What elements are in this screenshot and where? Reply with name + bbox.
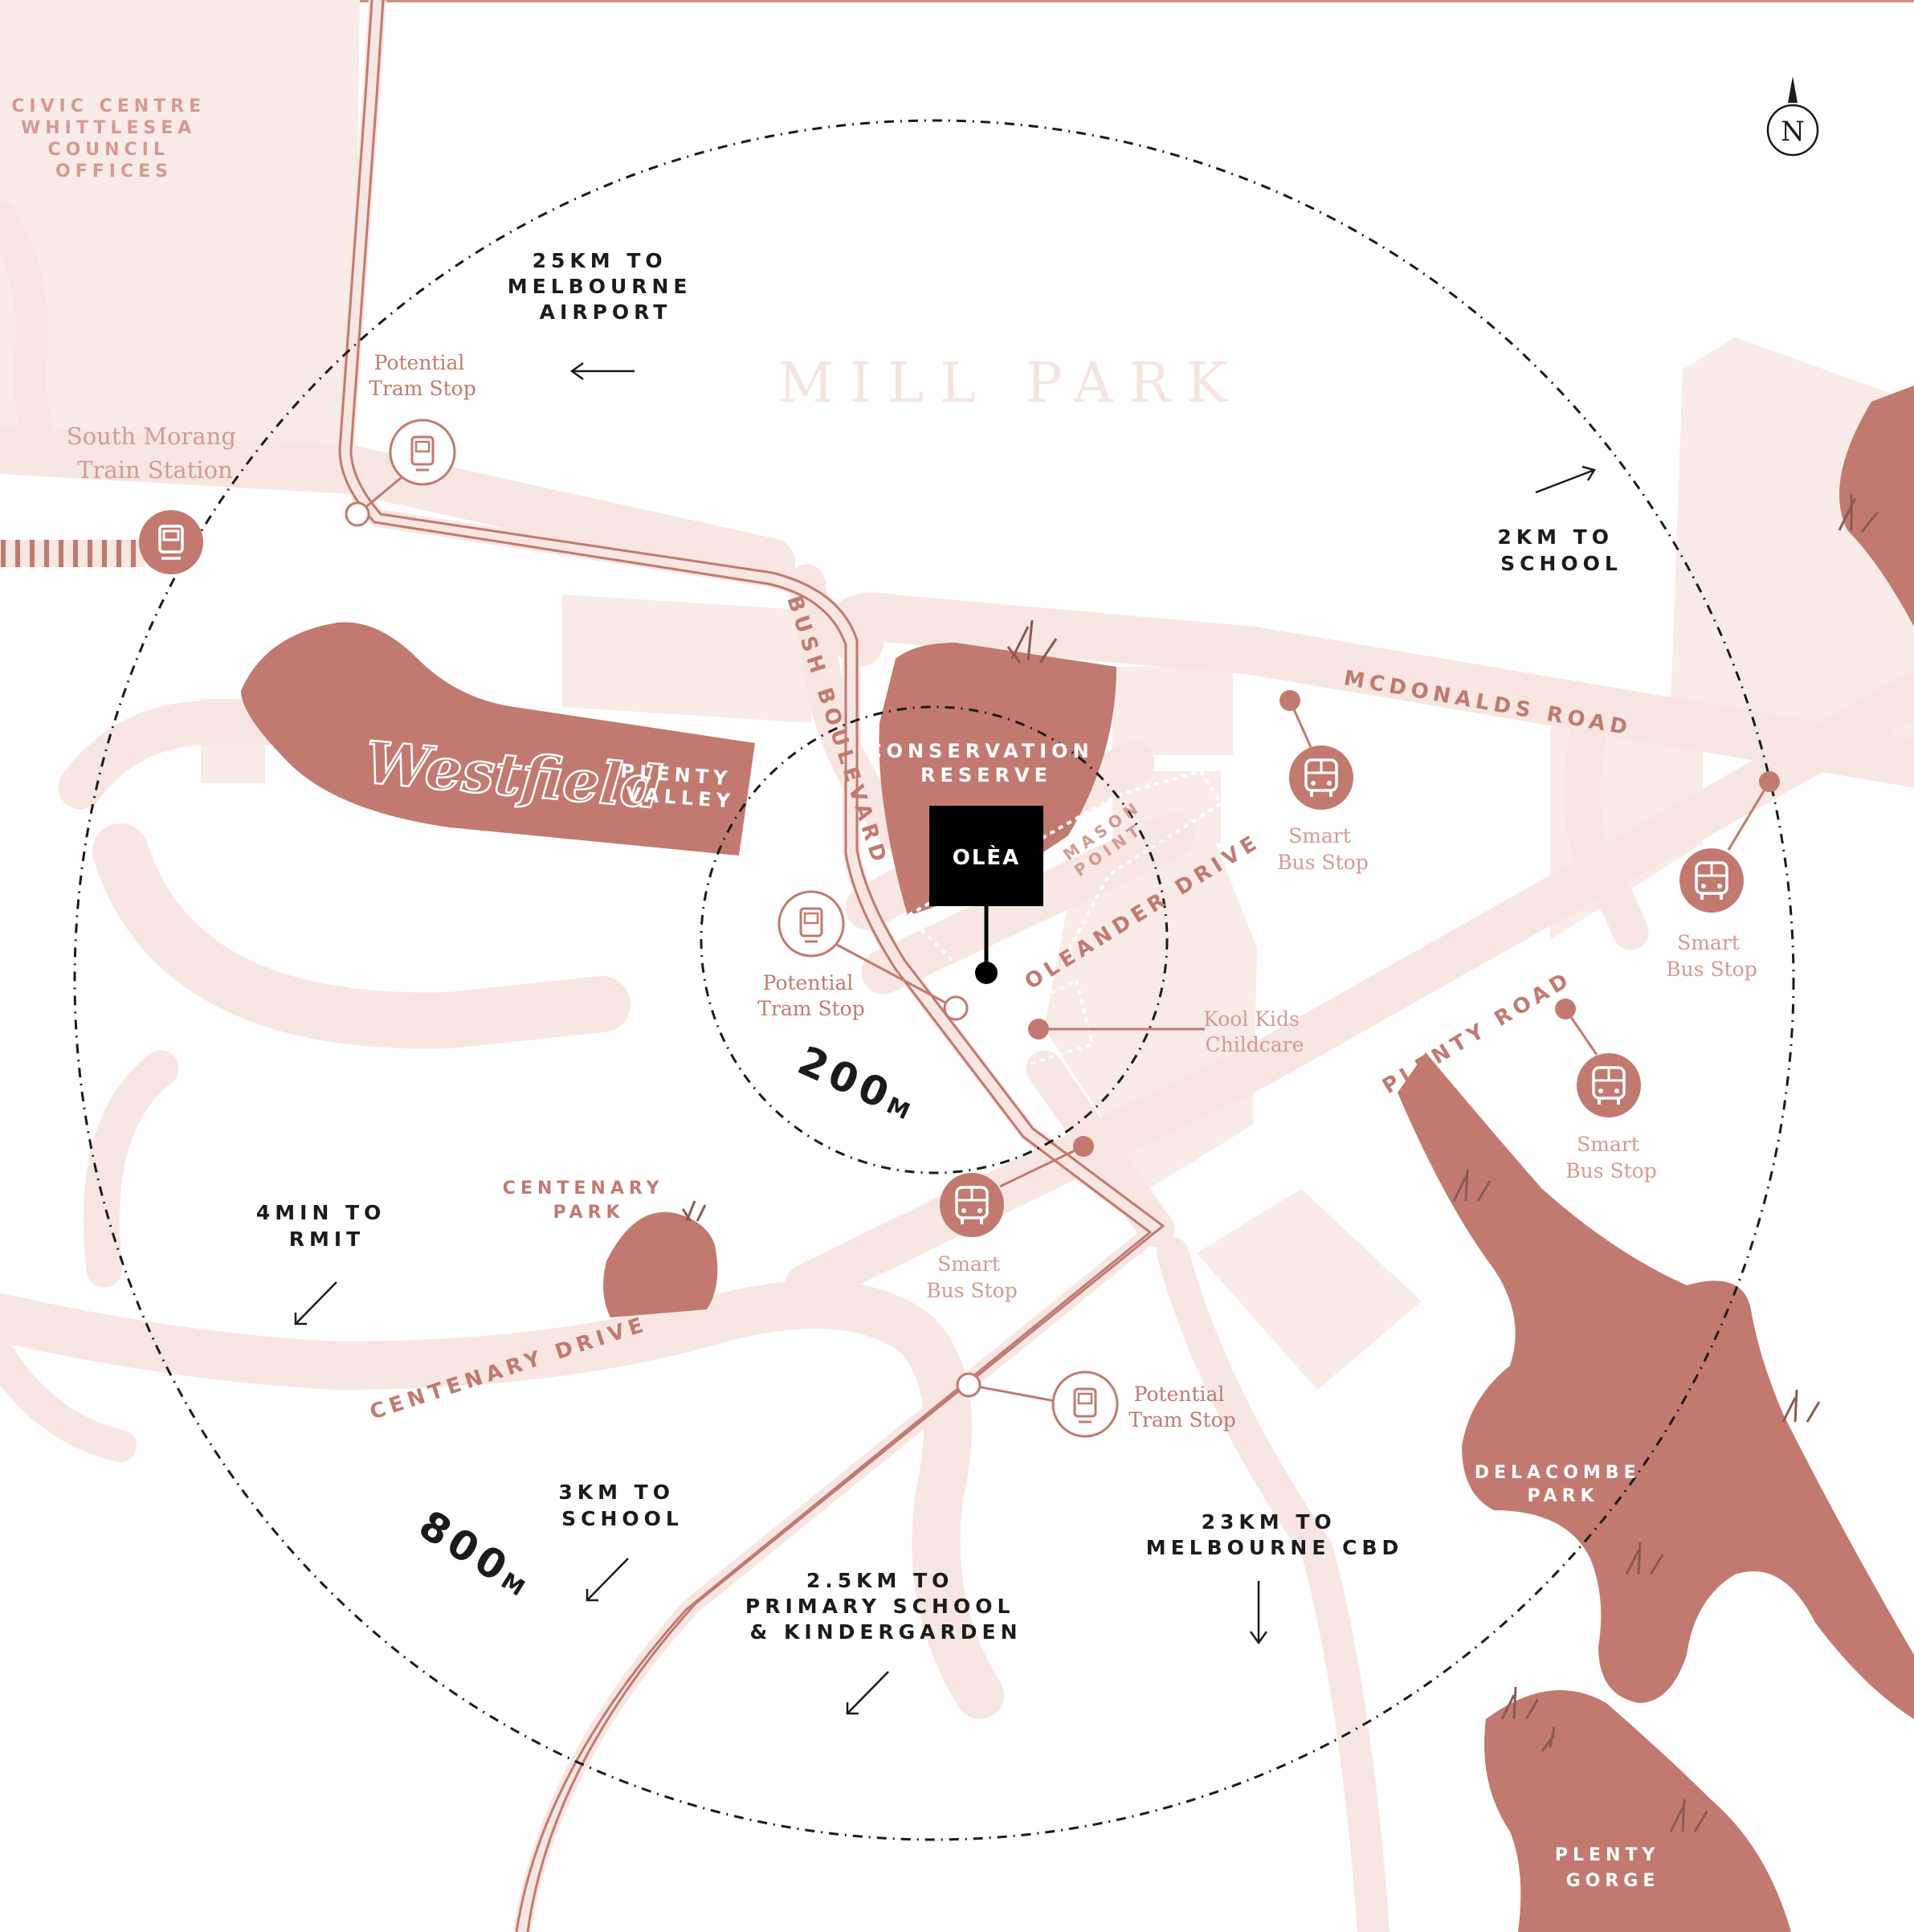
road-west-loop (58, 701, 288, 810)
bus-stop-3-label: Smart Bus Stop (1565, 1133, 1656, 1182)
bus-stop-3[interactable] (1555, 999, 1641, 1117)
destination-school-2km: 2KM TO SCHOOL (1497, 525, 1625, 575)
destination-rmit: 4MIN TO RMIT (256, 1201, 398, 1251)
olea-box (929, 806, 1043, 906)
grass-tufts (681, 494, 1879, 1832)
bus-stop-4-label: Smart Bus Stop (926, 1252, 1017, 1302)
olea-label: OLÈA (953, 844, 1021, 870)
destination-cbd: 23KM TO MELBOURNE CBD (1146, 1510, 1404, 1559)
road-ring-west (92, 823, 631, 1049)
top-border (0, 0, 1914, 2)
westfield-sub: PLENTY VALLEY (618, 760, 745, 814)
bus-stop-4[interactable] (940, 1136, 1094, 1237)
plenty-gorge-label: PLENTY GORGE (1555, 1845, 1671, 1891)
road-south-west-curve (0, 1342, 137, 1462)
tram-rail-1 (338, 0, 1153, 1932)
delacombe-park-label: DELACOMBE PARK (1475, 1463, 1652, 1506)
westfield-block (241, 622, 755, 856)
tram-stop-1-label: Potential Tram Stop (369, 351, 475, 400)
tram-stop-3-label: Potential Tram Stop (1128, 1383, 1235, 1432)
tram-stop-2-label: Potential Tram Stop (757, 971, 864, 1020)
arrow-north-east-icon (1535, 465, 1596, 494)
bus-stop-1[interactable] (1279, 690, 1353, 810)
road-southwest (83, 1050, 179, 1288)
civic-centre-label: CIVIC CENTRE WHITTLESEA COUNCIL OFFICES (11, 96, 217, 182)
destination-school-3km: 3KM TO SCHOOL (558, 1481, 686, 1530)
parks (241, 386, 1914, 1932)
arrow-west-icon (569, 361, 635, 381)
road-far-west (0, 201, 64, 466)
suburb-label: MILL PARK (777, 352, 1243, 415)
childcare-marker[interactable] (1028, 1019, 1205, 1040)
train-line (0, 540, 145, 567)
road-mid-south (1026, 1050, 1175, 1248)
bus-stop-1-label: Smart Bus Stop (1277, 824, 1368, 874)
property-outlines (904, 769, 1223, 1071)
westfield-car-park (562, 594, 815, 723)
park-north-east (1839, 386, 1914, 627)
delacombe-park (1398, 1052, 1914, 1719)
plenty-gorge (1484, 1690, 1791, 1932)
train-station-label: South Morang Train Station (67, 423, 243, 484)
block-1 (1112, 667, 1233, 755)
centenary-drive (0, 1281, 1004, 1719)
radius-200m-circle (700, 705, 1169, 1174)
centenary-park (603, 1211, 718, 1317)
compass-letter: N (1781, 116, 1805, 148)
childcare-label: Kool Kids Childcare (1203, 1007, 1306, 1056)
conservation-reserve-label: CONSERVATION RESERVE (867, 740, 1105, 786)
bus-stop-2[interactable] (1679, 771, 1780, 913)
radius-label-800m: 800M (411, 1501, 542, 1607)
arrow-south-icon (1249, 1581, 1268, 1645)
arrow-south-west-icon (846, 1671, 889, 1715)
road-east-connector (1564, 705, 1649, 950)
arrow-south-west-icon (294, 1281, 337, 1325)
compass: N (1766, 76, 1819, 157)
train-icon (158, 525, 184, 560)
road-south-east-curve (1157, 1237, 1390, 1932)
arrow-south-west-icon (586, 1558, 629, 1602)
civic-centre-block (0, 0, 360, 450)
radius-800m-circle (73, 119, 1795, 1841)
bus-stop-2-label: Smart Bus Stop (1666, 931, 1757, 981)
centenary-park-label: CENTENARY PARK (503, 1178, 675, 1223)
radius-label-200m: 200M (791, 1037, 924, 1131)
north-arrow-icon (1788, 76, 1798, 103)
tram-corridor (336, 0, 1171, 1932)
destination-airport: 25KM TO MELBOURNE AIRPORT (508, 249, 704, 324)
tram-stop-2[interactable] (777, 890, 969, 1021)
olea-marker[interactable]: OLÈA (929, 806, 1043, 984)
block-south-east (1197, 1189, 1422, 1390)
tram-stop-3[interactable] (956, 1370, 1119, 1438)
destination-primary-school: 2.5KM TO PRIMARY SCHOOL & KINDERGARDEN (745, 1569, 1026, 1644)
tram-stop-1[interactable] (345, 419, 456, 527)
train-station-marker[interactable] (139, 510, 203, 574)
